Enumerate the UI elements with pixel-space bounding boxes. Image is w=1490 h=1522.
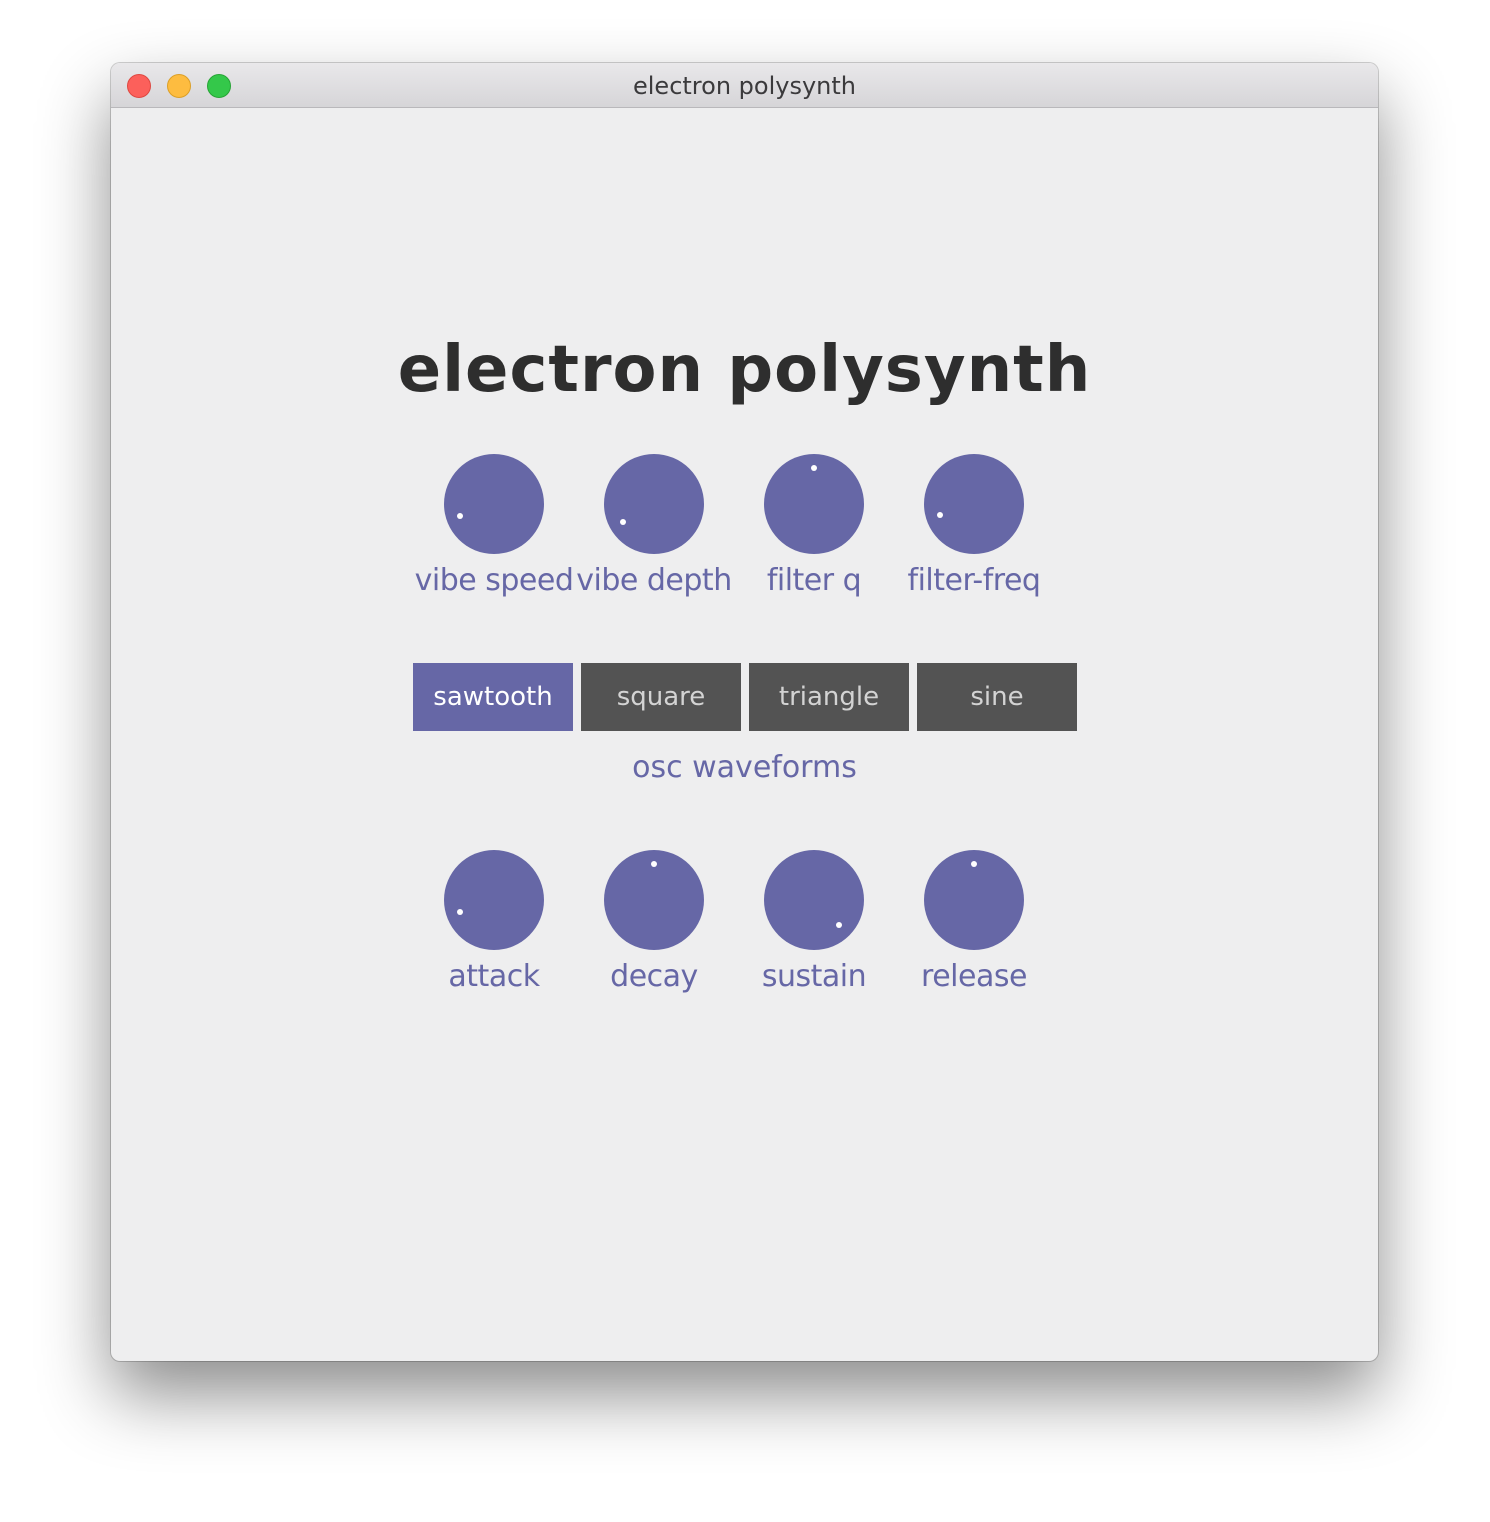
knob-indicator-dot	[971, 861, 977, 867]
minimize-window-button[interactable]	[167, 74, 191, 98]
knob-indicator-dot	[651, 861, 657, 867]
filter-q-knob[interactable]	[764, 454, 864, 554]
page-title: electron polysynth	[397, 333, 1092, 407]
knob-release: release	[894, 846, 1054, 1006]
vibe-speed-knob[interactable]	[444, 454, 544, 554]
knob-indicator-dot	[457, 513, 464, 520]
knob-vibe-depth: vibe depth	[574, 450, 734, 610]
knob-decay: decay	[574, 846, 734, 1006]
maximize-window-button[interactable]	[207, 74, 231, 98]
attack-knob[interactable]	[444, 850, 544, 950]
osc-waveforms-label: osc waveforms	[632, 750, 857, 785]
waveform-square-button[interactable]: square	[581, 663, 741, 731]
filter-freq-label: filter-freq	[907, 563, 1041, 598]
release-knob[interactable]	[924, 850, 1024, 950]
close-window-button[interactable]	[127, 74, 151, 98]
decay-label: decay	[610, 959, 698, 994]
knob-indicator-dot	[457, 909, 464, 916]
window-title: electron polysynth	[633, 72, 856, 100]
modulation-knob-row: vibe speed vibe depth filter q filter-fr…	[414, 450, 1074, 610]
knob-vibe-speed: vibe speed	[414, 450, 574, 610]
decay-knob[interactable]	[604, 850, 704, 950]
knob-indicator-dot	[811, 465, 817, 471]
vibe-speed-label: vibe speed	[414, 563, 574, 598]
envelope-knob-row: attack decay sustain release	[414, 846, 1074, 1006]
title-bar[interactable]: electron polysynth	[111, 63, 1378, 108]
sustain-knob[interactable]	[764, 850, 864, 950]
waveform-selector: sawtooth square triangle sine	[413, 663, 1079, 731]
app-window: electron polysynth electron polysynth vi…	[111, 63, 1378, 1361]
filter-q-label: filter q	[766, 563, 862, 598]
waveform-triangle-button[interactable]: triangle	[749, 663, 909, 731]
release-label: release	[921, 959, 1027, 994]
sustain-label: sustain	[761, 959, 867, 994]
filter-freq-knob[interactable]	[924, 454, 1024, 554]
knob-sustain: sustain	[734, 846, 894, 1006]
knob-attack: attack	[414, 846, 574, 1006]
attack-label: attack	[448, 959, 540, 994]
knob-indicator-dot	[836, 922, 843, 929]
knob-filter-freq: filter-freq	[894, 450, 1054, 610]
knob-filter-q: filter q	[734, 450, 894, 610]
waveform-sawtooth-button[interactable]: sawtooth	[413, 663, 573, 731]
knob-indicator-dot	[936, 512, 943, 519]
synth-panel: electron polysynth vibe speed vibe depth…	[111, 108, 1378, 1361]
waveform-sine-button[interactable]: sine	[917, 663, 1077, 731]
vibe-depth-knob[interactable]	[604, 454, 704, 554]
vibe-depth-label: vibe depth	[576, 563, 732, 598]
knob-indicator-dot	[619, 519, 626, 525]
